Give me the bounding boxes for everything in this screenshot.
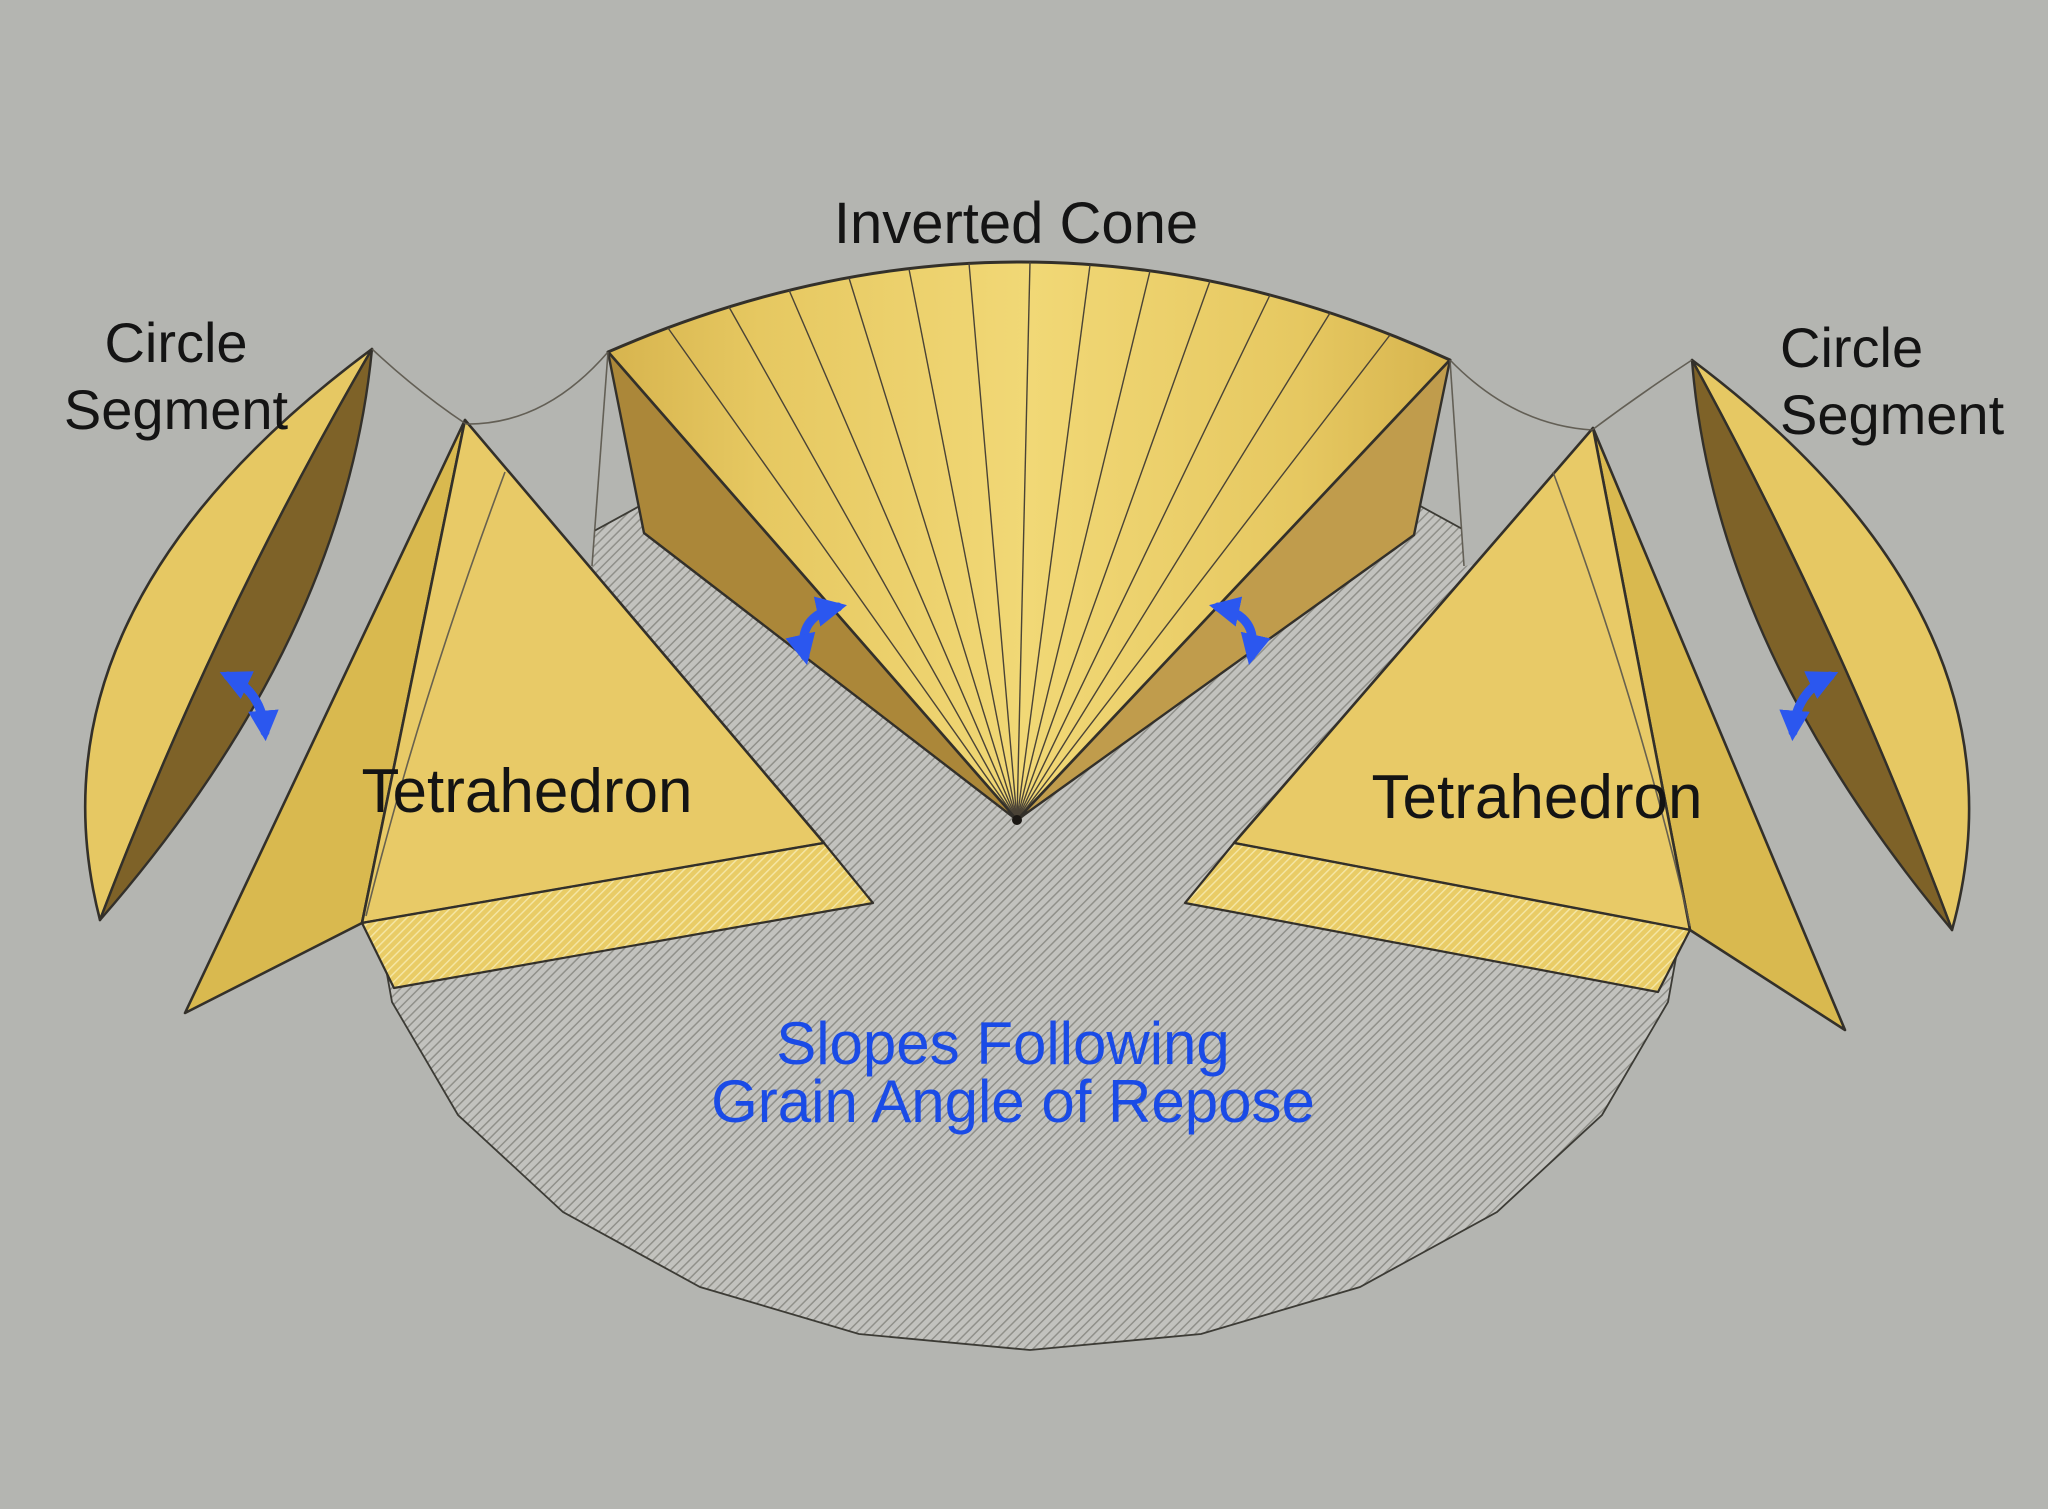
rotation-arrow-right-segment-icon: [1779, 671, 1839, 742]
label-tetrahedron-left: Tetrahedron: [362, 757, 693, 826]
label-slopes-line1: Slopes Following: [776, 1010, 1230, 1077]
inverted-cone-shape: [606, 260, 1452, 825]
cone-apex-point: [1012, 815, 1022, 825]
circle-segment-right-shape: [1690, 358, 1971, 932]
label-slopes-line2: Grain Angle of Repose: [711, 1068, 1315, 1135]
rotation-arrow-right-cone-icon: [1209, 596, 1271, 665]
rim-construction-lines: [365, 348, 1693, 927]
label-circle-segment-right-line2: Segment: [1780, 383, 2005, 446]
circle-segment-right-side-face: [1690, 358, 1954, 932]
label-circle-segment-right-line1: Circle: [1780, 316, 1923, 379]
angle-annotations: [219, 596, 1839, 742]
cone-radial-lines: [667, 261, 1391, 821]
tetrahedron-right-base-band: [1183, 841, 1692, 994]
tetrahedron-right-shape: [1183, 426, 1847, 1032]
cone-cut-face-right: [1015, 358, 1452, 822]
background-wedges: [466, 352, 1592, 566]
cone-cut-face-left: [606, 350, 1019, 822]
circle-segment-left-side-face: [98, 347, 374, 922]
rotation-arrow-left-segment-icon: [219, 671, 279, 742]
tetrahedron-left-base-band: [360, 841, 875, 990]
label-circle-segment-left-line1: Circle: [104, 311, 247, 374]
rotation-arrow-left-cone-icon: [785, 596, 847, 665]
label-inverted-cone: Inverted Cone: [834, 191, 1198, 256]
label-tetrahedron-right: Tetrahedron: [1372, 763, 1703, 832]
label-circle-segment-left-line2: Segment: [64, 378, 289, 441]
circle-segment-left-shape: [83, 347, 374, 922]
